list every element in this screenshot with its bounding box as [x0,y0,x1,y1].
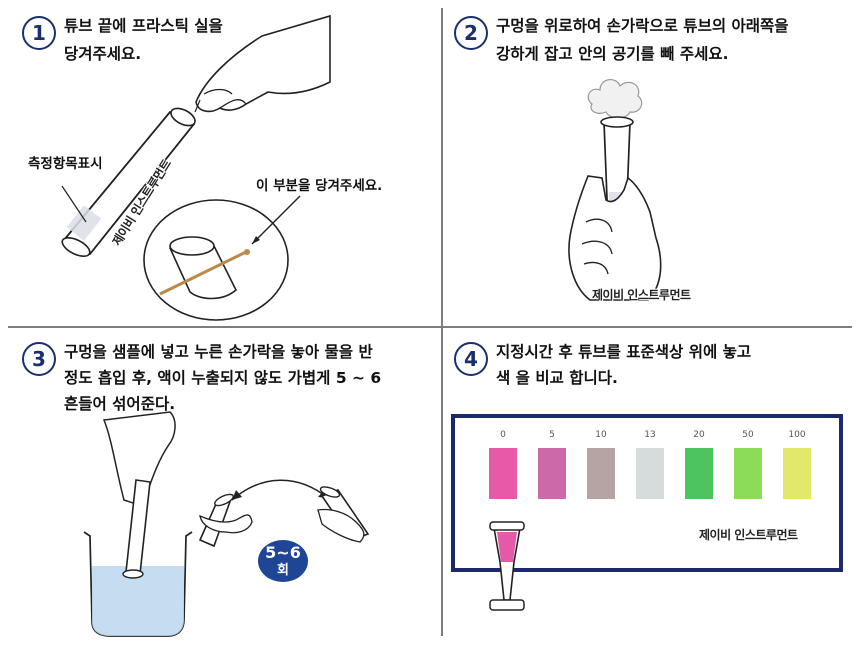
swatch-label: 5 [549,430,555,440]
shake-count-unit: 회 [277,563,289,578]
step-2-text-line2: 강하게 잡고 안의 공기를 빼 주세요. [496,45,729,63]
swatch-label: 50 [742,430,754,440]
color-swatch [587,448,615,499]
beaker-and-shaking-illustration [83,411,370,637]
swatch-label: 0 [500,430,506,440]
beaker-illustration [83,531,193,637]
right-shaking-tube [317,486,370,543]
watermark-step-4: 제이비 인스트루먼트 [699,528,798,542]
horizontal-divider [8,326,852,328]
hand-pulling-illustration [61,14,331,321]
step-4-text-line2: 색 을 비교 합니다. [496,369,618,387]
left-shaking-tube [198,493,253,548]
color-swatch [734,448,762,499]
tube-illustration-1 [61,107,196,258]
color-swatch [636,448,664,499]
step-3-number: 3 [22,342,56,376]
shake-count-badge: 5~6 회 [258,540,308,582]
step-3-text-line3: 흔들어 섞어준다. [64,395,176,413]
step-2-number: 2 [454,16,488,50]
color-swatch [783,448,811,499]
step-1-text-line2: 당겨주세요. [64,45,142,63]
step-4-text-line1: 지정시간 후 튜브를 표준색상 위에 놓고 [496,343,752,361]
step-1-text-line1: 튜브 끝에 프라스틱 실을 [64,17,223,35]
step-4-number: 4 [454,342,488,376]
swatch-label: 13 [644,430,656,440]
swatch-label: 100 [788,430,806,440]
hand-squeezing-illustration [568,79,662,301]
color-swatch [685,448,713,499]
watermark-step-2: 제이비 인스트루먼트 [592,288,691,302]
color-swatch [489,448,517,499]
magnified-view-circle [143,195,301,321]
swatch-label: 20 [693,430,705,440]
pull-here-label: 이 부분을 당겨주세요. [256,178,383,194]
swatch-label: 10 [595,430,607,440]
measurement-item-label: 측정항목표시 [28,156,103,172]
shake-count-number: 5~6 [265,543,301,562]
color-swatch [538,448,566,499]
vertical-divider [441,8,443,636]
step-3-text-line2: 정도 흡입 후, 액이 누출되지 않도 가볍게 5 ~ 6 [64,369,382,387]
step-1-number: 1 [22,16,56,50]
step-3-text-line1: 구멍을 샘플에 넣고 누른 손가락을 놓아 물을 반 [64,343,373,361]
step-2-text-line1: 구멍을 위로하여 손가락으로 튜브의 아래쪽을 [496,17,789,35]
